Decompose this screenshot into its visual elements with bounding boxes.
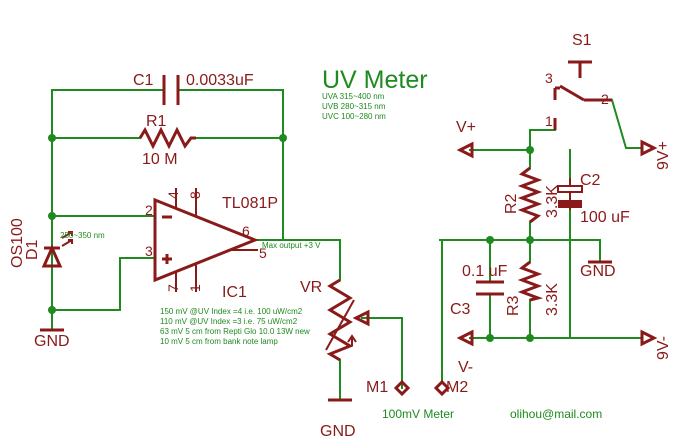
- m1-label: M1: [366, 379, 388, 396]
- gnd-right-label: GND: [580, 263, 616, 280]
- opamp-part: TL081P: [222, 195, 278, 212]
- uvc-band: UVC 100~280 nm: [322, 112, 386, 121]
- junction-dot: [526, 334, 534, 342]
- c2-value: 100 uF: [580, 209, 630, 226]
- author-email: olihou@mail.com: [510, 407, 602, 421]
- r2-ref: R2: [503, 193, 520, 214]
- capacitor-c1: C1 0.0033uF: [133, 72, 254, 105]
- junction-dot: [526, 236, 534, 244]
- d1-ref: D1: [24, 239, 41, 260]
- opamp-pin-4: 4: [165, 191, 181, 199]
- feedback-wires: [51, 89, 403, 401]
- resistor-r2: R2 3.3K: [503, 166, 561, 224]
- vplus-label: V+: [456, 119, 476, 136]
- nine-vminus-flag: 9V-: [640, 329, 672, 360]
- junction-dot: [486, 236, 494, 244]
- ground-left: GND: [34, 328, 70, 350]
- opamp-name: IC1: [222, 284, 247, 301]
- r1-ref: R1: [146, 113, 167, 130]
- nine-vplus-flag: 9V+: [640, 139, 672, 170]
- vminus-label: V-: [458, 359, 473, 376]
- calibration-note-3: 63 mV 5 cm from Repti Glo 10.0 13W new: [160, 327, 310, 336]
- opamp-pin-8: 8: [187, 191, 203, 199]
- c3-ref: C3: [450, 301, 471, 318]
- d1-name: OS100: [9, 218, 26, 268]
- m2-label: M2: [446, 379, 468, 396]
- opamp-pin-5: 5: [259, 245, 267, 261]
- meter-terminal-m1: M1: [366, 379, 411, 397]
- junction-dot: [48, 212, 56, 220]
- capacitor-c3: 0.1 uF C3: [450, 263, 508, 318]
- switch-s1: S1 3 2 1: [545, 32, 612, 130]
- c3-value: 0.1 uF: [462, 263, 508, 280]
- ground-right: GND: [580, 260, 616, 280]
- vr-ref: VR: [300, 279, 322, 296]
- s1-pin-1: 1: [545, 113, 553, 129]
- uva-band: UVA 315~400 nm: [322, 92, 385, 101]
- potentiometer-vr: VR: [300, 278, 370, 362]
- gnd-left-label: GND: [34, 333, 70, 350]
- gnd-vr-label: GND: [320, 423, 356, 440]
- calibration-note-2: 110 mV @UV Index =3 i.e. 75 uW/cm2: [160, 317, 298, 326]
- opamp-ic1: 2 3 6 5 4 8 7 1 TL081P IC1: [145, 188, 278, 301]
- d1-wavelength-note: 250~350 nm: [60, 231, 105, 240]
- opamp-pin-2: 2: [145, 202, 153, 218]
- opamp-pin-3: 3: [145, 243, 153, 259]
- resistor-r3: R3 3.3K: [505, 260, 561, 316]
- capacitor-c2: C2 100 uF: [557, 172, 630, 226]
- calibration-note-1: 150 mV @UV Index =4 i.e. 100 uW/cm2: [160, 307, 303, 316]
- s1-ref: S1: [572, 32, 592, 49]
- ground-vr: GND: [320, 398, 356, 440]
- junction-dot: [486, 334, 494, 342]
- opamp-pin-1: 1: [187, 284, 203, 292]
- max-output-note: Max output +3 V: [262, 241, 321, 250]
- nine-vplus-label: 9V+: [655, 141, 672, 170]
- r3-value: 3.3K: [544, 283, 561, 316]
- schematic-title: UV Meter: [322, 66, 428, 94]
- junction-dot: [279, 134, 287, 142]
- opamp-pin-7: 7: [165, 284, 181, 292]
- junction-dot: [48, 306, 56, 314]
- vplus-flag: V+: [456, 119, 476, 159]
- junction-dot: [48, 134, 56, 142]
- s1-pin-3: 3: [545, 70, 553, 86]
- nine-vminus-label: 9V-: [655, 336, 672, 360]
- r1-value: 10 M: [142, 151, 178, 168]
- s1-pin-2: 2: [601, 91, 609, 107]
- uvb-band: UVB 280~315 nm: [322, 102, 386, 111]
- meter-label: 100mV Meter: [382, 407, 454, 421]
- vminus-flag: V-: [456, 329, 474, 376]
- r3-ref: R3: [505, 295, 522, 316]
- resistor-r1: R1 10 M: [138, 113, 196, 168]
- calibration-note-4: 10 mV 5 cm from bank note lamp: [160, 337, 278, 346]
- r2-value: 3.3K: [544, 185, 561, 218]
- c2-ref: C2: [580, 172, 601, 189]
- junction-dot: [526, 146, 534, 154]
- c1-value: 0.0033uF: [186, 72, 254, 89]
- opamp-pin-6: 6: [242, 223, 250, 239]
- photodiode-d1: D1 OS100 250~350 nm: [9, 218, 105, 268]
- c1-ref: C1: [133, 72, 154, 89]
